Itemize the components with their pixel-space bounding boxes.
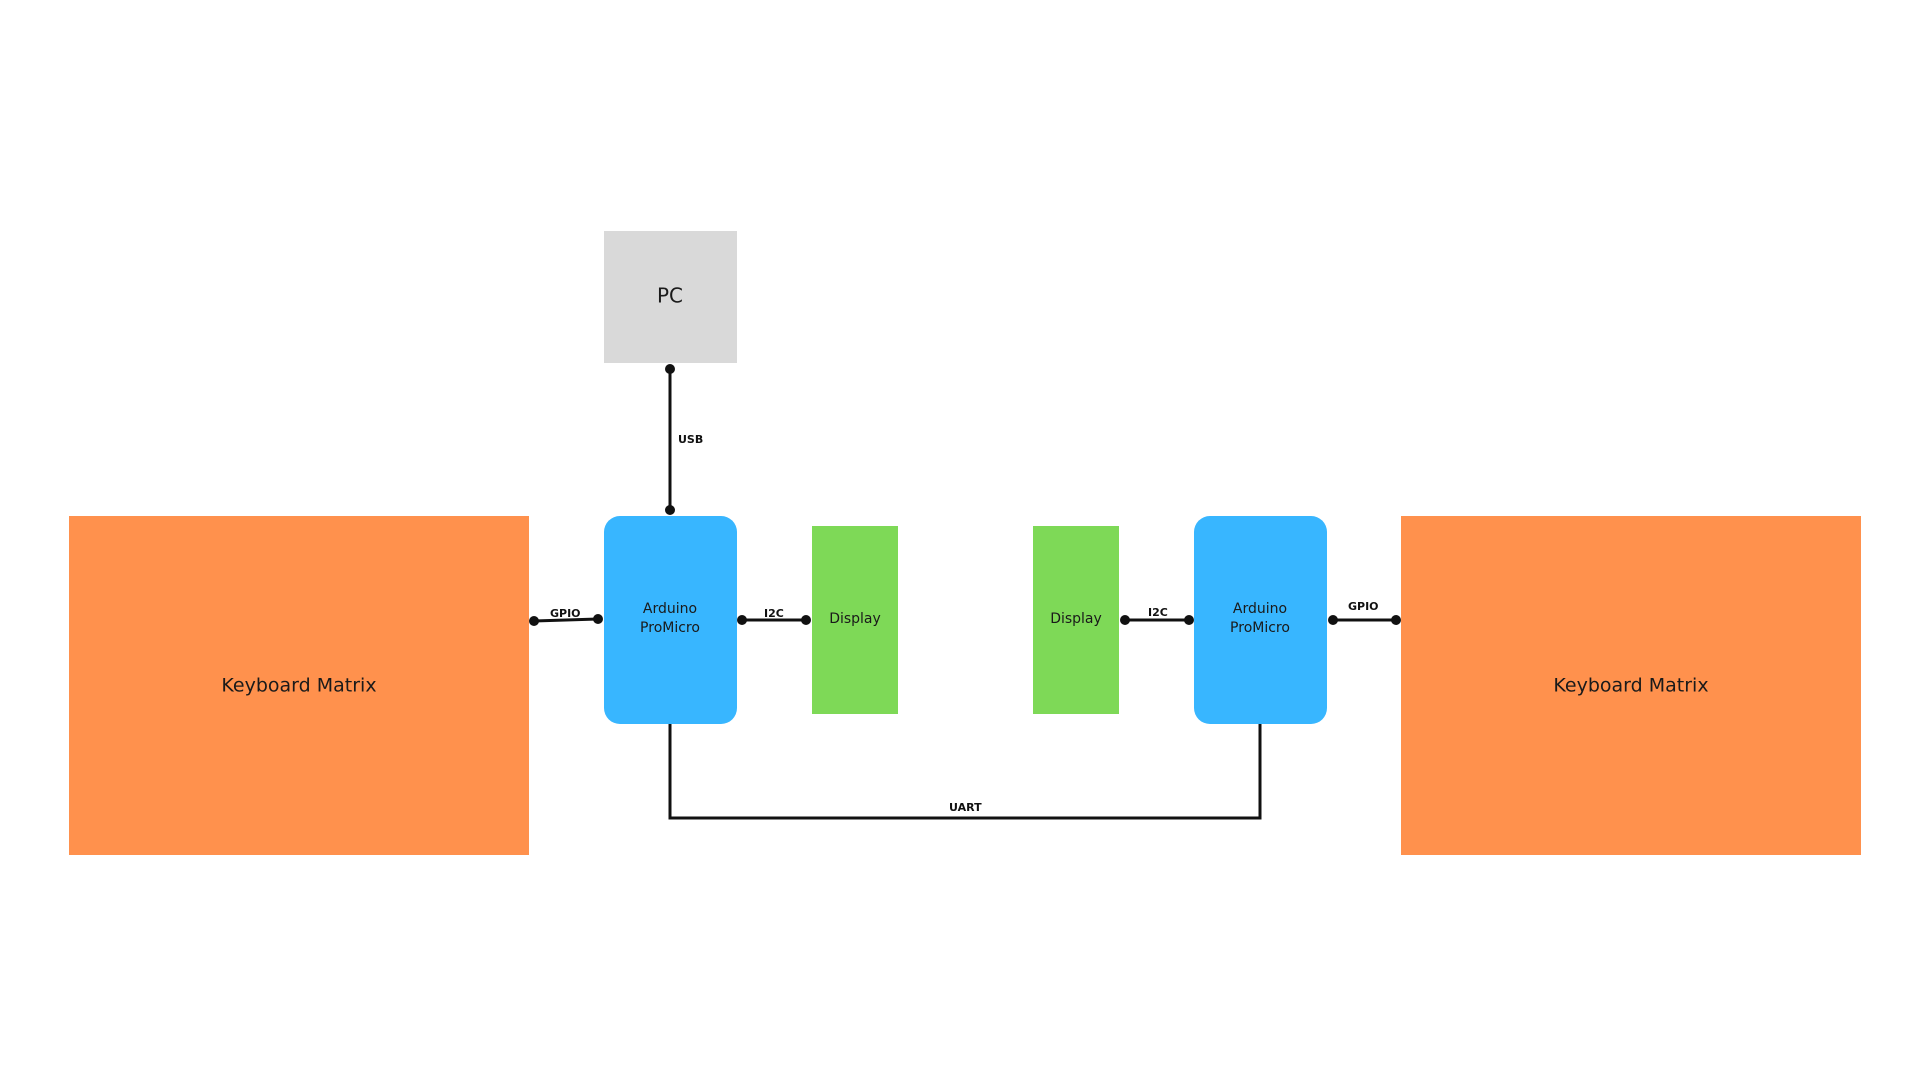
left-i2c-label: I2C	[764, 607, 784, 620]
uart-connection: UART	[668, 724, 1262, 820]
left-keyboard-matrix-block: Keyboard Matrix	[69, 516, 529, 855]
right-arduino-promicro-label-line1: Arduino	[1233, 601, 1287, 617]
right-keyboard-matrix-label: Keyboard Matrix	[1553, 675, 1708, 697]
right-keyboard-matrix-box	[1401, 516, 1861, 855]
right-display-box	[1033, 526, 1119, 714]
right-i2c-connection: I2C	[1120, 606, 1194, 625]
right-i2c-endpoint-start	[1120, 615, 1130, 625]
left-display-label: Display	[829, 611, 881, 627]
left-display-block: Display	[812, 526, 898, 714]
right-display-label: Display	[1050, 611, 1102, 627]
right-arduino-promicro-block: Arduino ProMicro	[1194, 516, 1327, 724]
usb-endpoint-bottom	[665, 505, 675, 515]
right-display-block: Display	[1033, 526, 1119, 714]
pc-block: PC	[604, 231, 737, 363]
uart-label: UART	[949, 801, 982, 814]
right-arduino-promicro-box	[1194, 516, 1327, 724]
pc-box	[604, 231, 737, 363]
uart-wire	[668, 724, 1262, 820]
right-gpio-endpoint-start	[1328, 615, 1338, 625]
usb-label: USB	[678, 433, 703, 446]
right-gpio-endpoint-end	[1391, 615, 1401, 625]
left-gpio-connection: GPIO	[529, 607, 603, 626]
left-gpio-label: GPIO	[550, 607, 581, 620]
pc-label: PC	[657, 284, 683, 308]
right-gpio-label: GPIO	[1348, 600, 1379, 613]
left-arduino-promicro-block: Arduino ProMicro	[604, 516, 737, 724]
right-keyboard-matrix-block: Keyboard Matrix	[1401, 516, 1861, 855]
right-gpio-connection: GPIO	[1328, 600, 1401, 625]
left-gpio-wire	[533, 617, 599, 623]
left-gpio-endpoint-start	[529, 616, 539, 626]
left-gpio-endpoint-end	[593, 614, 603, 624]
right-arduino-promicro-label-line2: ProMicro	[1230, 620, 1290, 636]
left-arduino-promicro-label-line2: ProMicro	[640, 620, 700, 636]
left-keyboard-matrix-label: Keyboard Matrix	[221, 675, 376, 697]
right-i2c-label: I2C	[1148, 606, 1168, 619]
left-i2c-endpoint-start	[737, 615, 747, 625]
left-i2c-connection: I2C	[737, 607, 811, 625]
left-arduino-promicro-label-line1: Arduino	[643, 601, 697, 617]
usb-endpoint-top	[665, 364, 675, 374]
left-keyboard-matrix-box	[69, 516, 529, 855]
left-arduino-promicro-box	[604, 516, 737, 724]
right-i2c-endpoint-end	[1184, 615, 1194, 625]
left-display-box	[812, 526, 898, 714]
usb-connection: USB	[665, 364, 703, 515]
left-i2c-endpoint-end	[801, 615, 811, 625]
